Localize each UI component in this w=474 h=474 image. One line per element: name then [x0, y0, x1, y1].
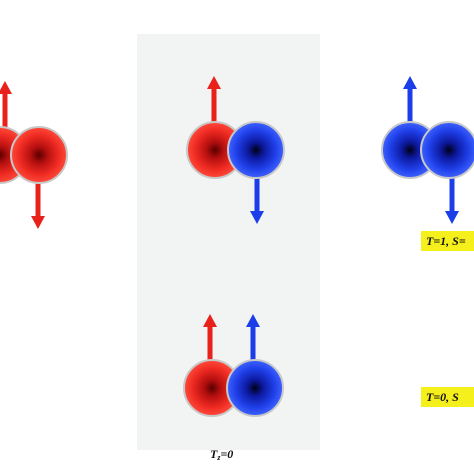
- tz-subscript: z: [217, 453, 221, 462]
- pn-singlet-pair-neutron-sphere: [226, 359, 284, 417]
- singlet-state-label: T=0, S: [421, 387, 474, 407]
- nn-pair-neutron-spin-up-arrow: [403, 76, 417, 128]
- pp-pair-proton-spin-down-arrow: [31, 177, 45, 229]
- nucleon-layer: [0, 76, 474, 417]
- pp-pair-proton-spin-up-arrow: [0, 81, 12, 133]
- triplet-state-label: T=1, S=: [421, 231, 474, 251]
- nn-pair-neutron-spin-down-arrow: [445, 172, 459, 224]
- tz-label: Tz=0: [210, 447, 233, 462]
- pp-pair-proton-sphere: [10, 126, 68, 184]
- nn-pair-neutron-sphere: [420, 121, 474, 179]
- tz-value: =0: [220, 447, 234, 461]
- tz-symbol: T: [210, 447, 218, 461]
- pn-triplet-pair-neutron-sphere: [227, 121, 285, 179]
